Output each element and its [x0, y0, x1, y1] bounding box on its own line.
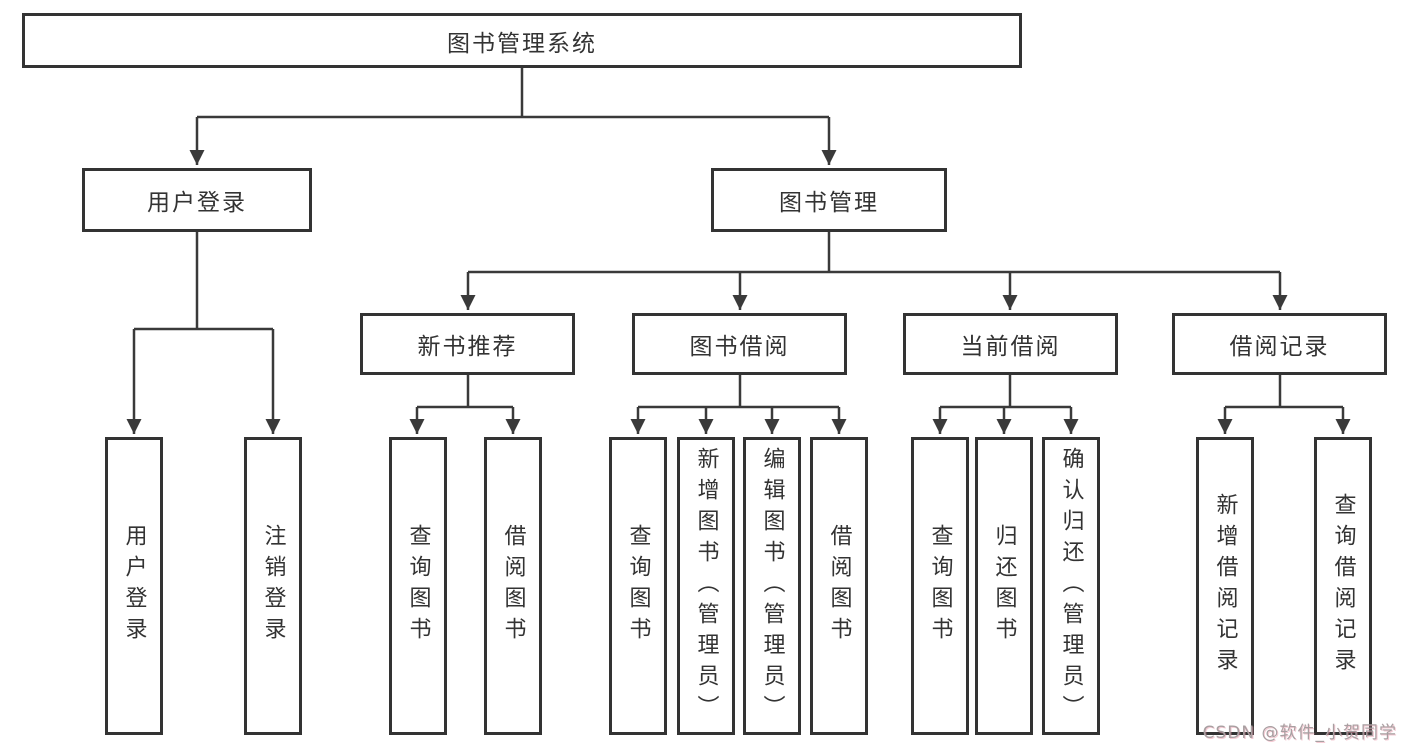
- node-leaf-logout-label: 注销登录: [260, 524, 286, 648]
- node-leaf-confirm-return-admin: 确认归还（管理员）: [1042, 437, 1100, 735]
- node-library-management-system: 图书管理系统: [22, 13, 1022, 68]
- node-leaf-query-books-current-label: 查询图书: [927, 524, 953, 648]
- node-leaf-query-books-borrowing-label: 查询图书: [625, 524, 651, 648]
- node-leaf-add-borrow-record: 新增借阅记录: [1196, 437, 1254, 735]
- node-leaf-logout: 注销登录: [244, 437, 302, 735]
- node-current-borrowing-label: 当前借阅: [960, 334, 1061, 360]
- node-leaf-add-books-admin-label: 新增图书（管理员）: [693, 446, 719, 726]
- node-leaf-borrow-books: 借阅图书: [810, 437, 868, 735]
- node-book-borrowing-label: 图书借阅: [689, 334, 790, 360]
- node-leaf-query-borrow-record: 查询借阅记录: [1314, 437, 1372, 735]
- node-leaf-return-books-label: 归还图书: [991, 524, 1017, 648]
- node-library-management-system-label: 图书管理系统: [447, 30, 597, 57]
- node-leaf-edit-books-admin-label: 编辑图书（管理员）: [759, 446, 785, 726]
- node-borrowing-records: 借阅记录: [1172, 313, 1387, 375]
- node-book-management: 图书管理: [711, 168, 947, 232]
- node-leaf-add-books-admin: 新增图书（管理员）: [677, 437, 735, 735]
- node-new-book-recommend-label: 新书推荐: [417, 334, 518, 360]
- node-leaf-return-books: 归还图书: [975, 437, 1033, 735]
- node-user-login-label: 用户登录: [147, 190, 247, 216]
- node-leaf-add-borrow-record-label: 新增借阅记录: [1212, 493, 1238, 679]
- node-current-borrowing: 当前借阅: [903, 313, 1118, 375]
- node-book-borrowing: 图书借阅: [632, 313, 847, 375]
- node-leaf-edit-books-admin: 编辑图书（管理员）: [743, 437, 801, 735]
- node-leaf-borrow-books-recommend: 借阅图书: [484, 437, 542, 735]
- node-leaf-confirm-return-admin-label: 确认归还（管理员）: [1058, 446, 1084, 726]
- node-leaf-borrow-books-label: 借阅图书: [826, 524, 852, 648]
- node-leaf-query-books-recommend: 查询图书: [389, 437, 447, 735]
- node-leaf-borrow-books-recommend-label: 借阅图书: [500, 524, 526, 648]
- node-borrowing-records-label: 借阅记录: [1229, 334, 1330, 360]
- csdn-watermark: CSDN @软件_小贺同学: [1202, 723, 1397, 743]
- node-user-login: 用户登录: [82, 168, 312, 232]
- node-leaf-query-books-current: 查询图书: [911, 437, 969, 735]
- node-leaf-user-login: 用户登录: [105, 437, 163, 735]
- node-new-book-recommend: 新书推荐: [360, 313, 575, 375]
- node-book-management-label: 图书管理: [779, 190, 879, 216]
- node-leaf-user-login-label: 用户登录: [121, 524, 147, 648]
- node-leaf-query-books-recommend-label: 查询图书: [405, 524, 431, 648]
- node-leaf-query-books-borrowing: 查询图书: [609, 437, 667, 735]
- node-leaf-query-borrow-record-label: 查询借阅记录: [1330, 493, 1356, 679]
